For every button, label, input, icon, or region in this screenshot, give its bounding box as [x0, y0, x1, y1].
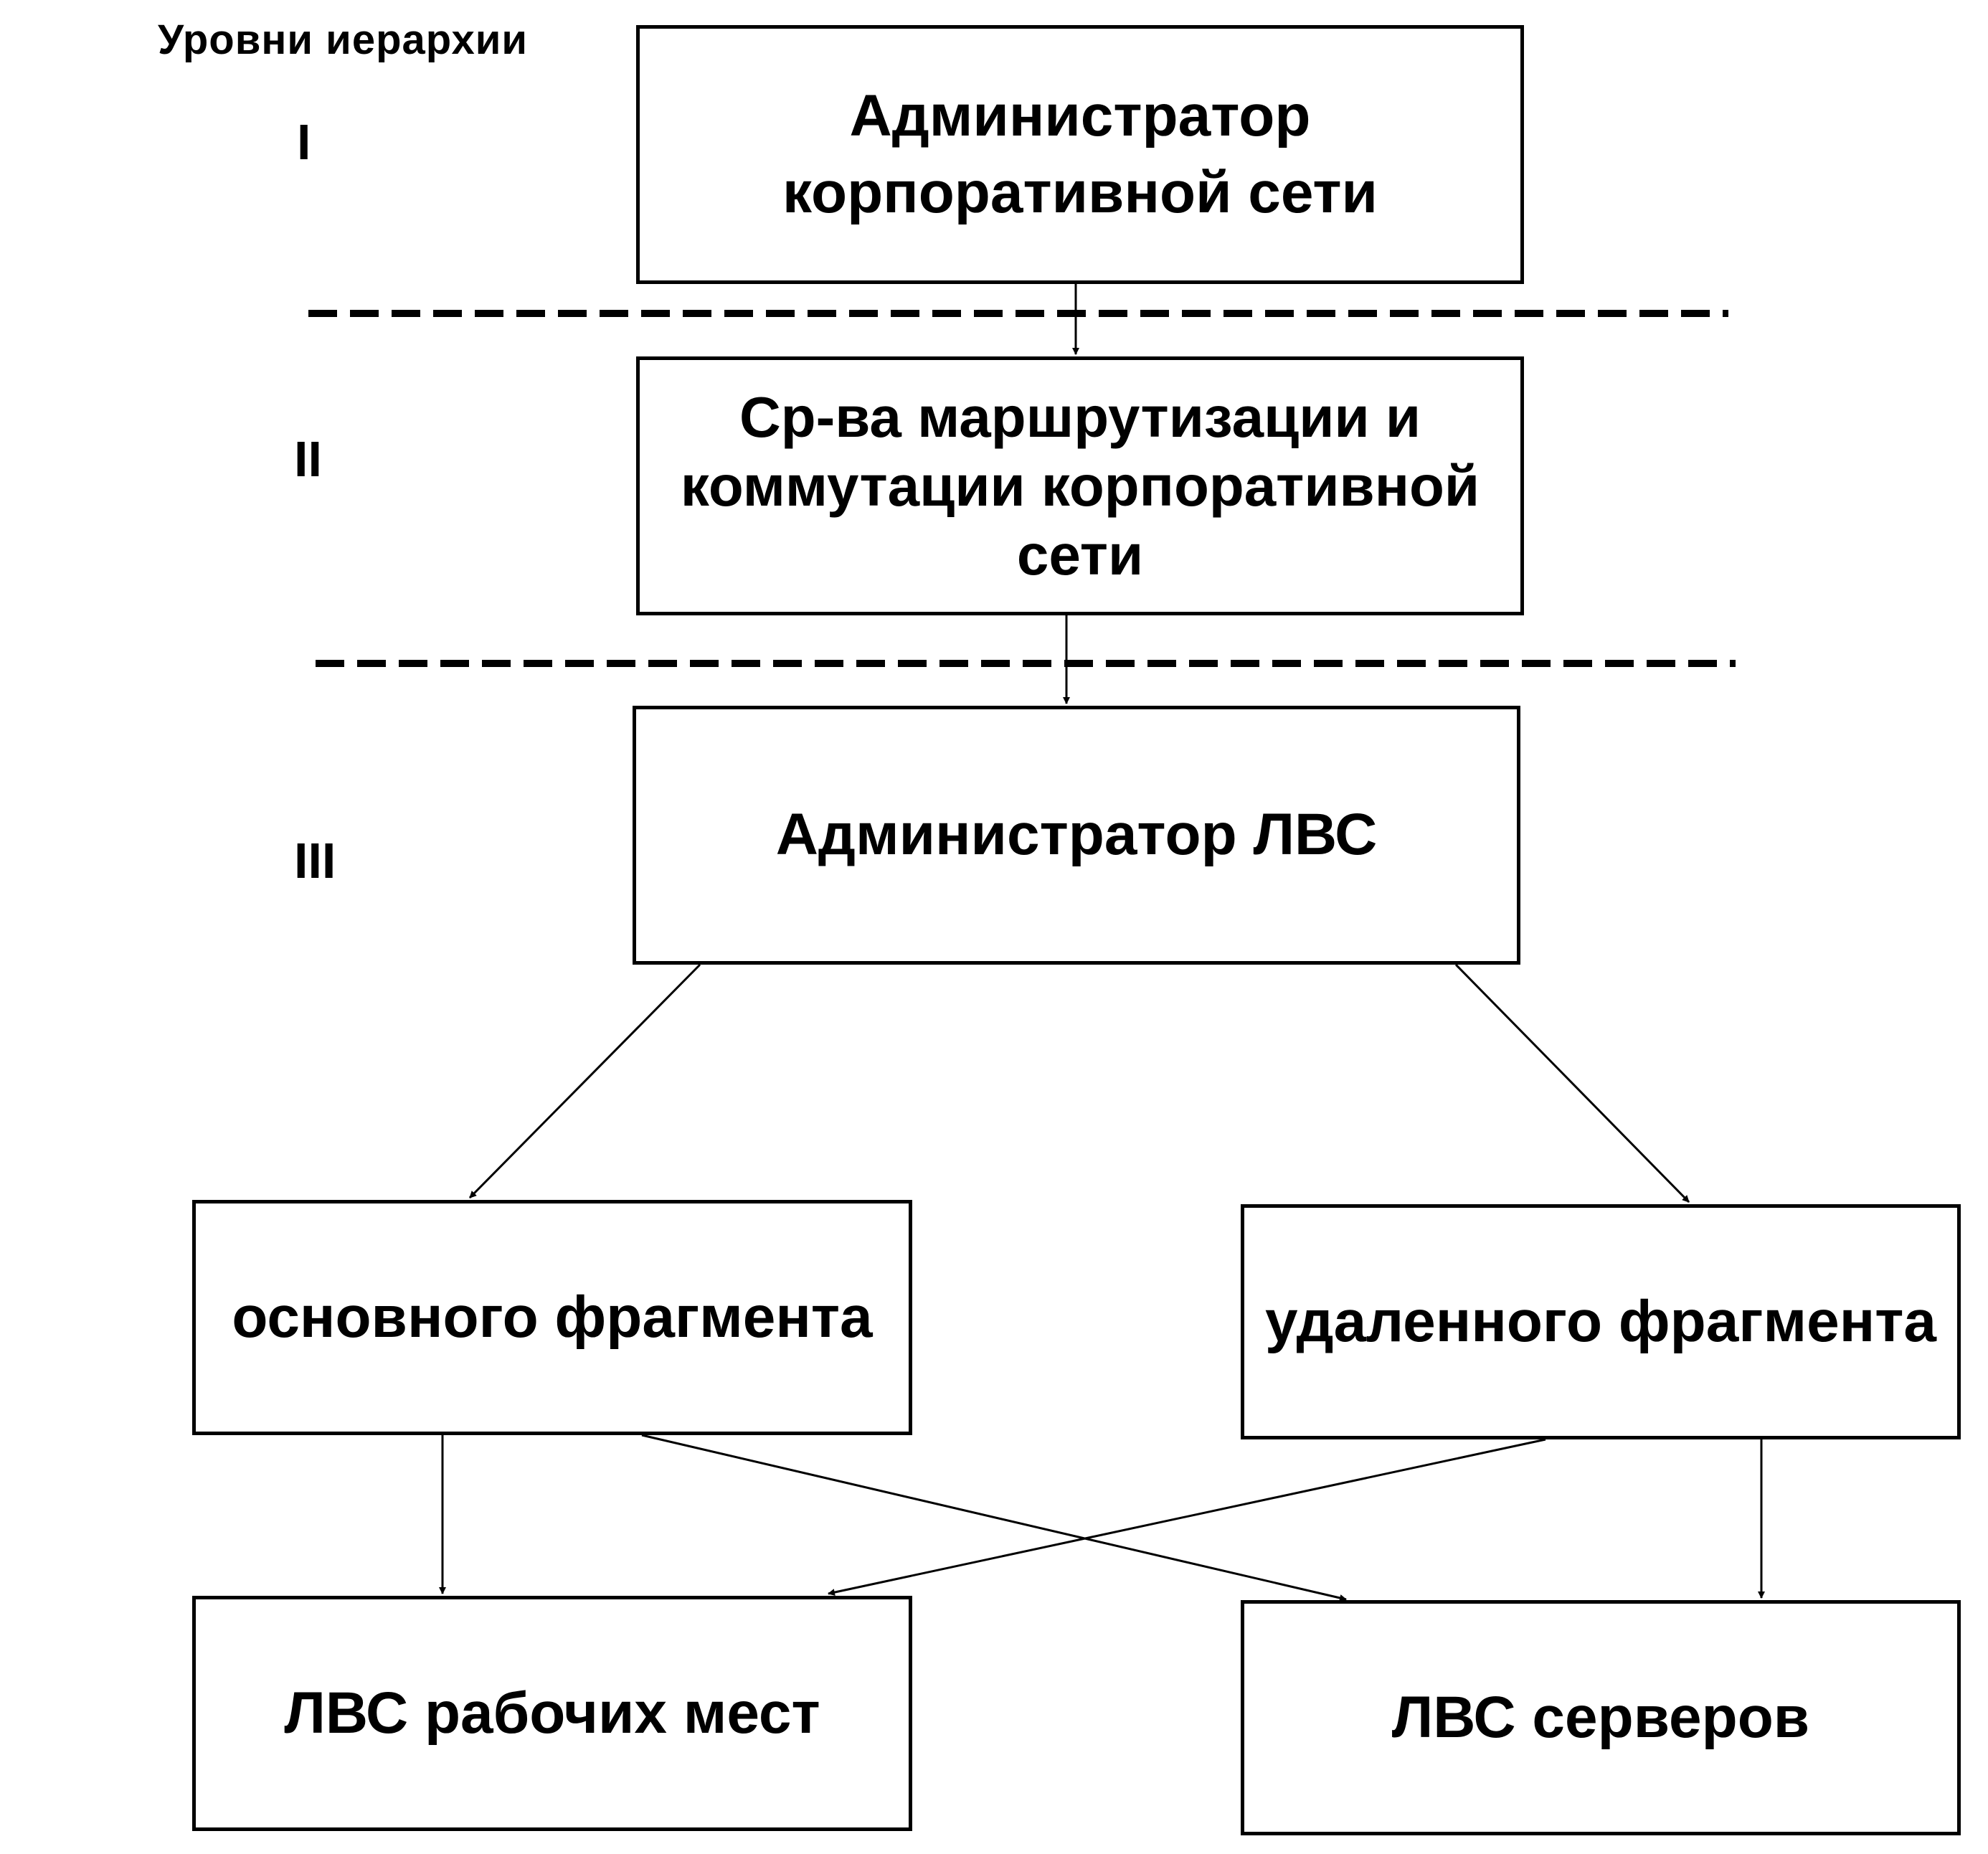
level-2-label: II [294, 431, 322, 487]
workstation-lan-box: ЛВС рабочих мест [192, 1596, 912, 1831]
lan-admin-box: Администратор ЛВС [633, 706, 1520, 965]
arrow-lan-admin-to-main-fragment [468, 963, 701, 1199]
corporate-network-admin-box: Администратор корпоративной сети [636, 25, 1524, 284]
level-3-label: III [294, 833, 336, 889]
routing-switching-box: Ср-ва маршрутизации и коммутации корпора… [636, 356, 1524, 615]
arrow-main-fragment-to-servers [641, 1434, 1347, 1602]
remote-fragment-box: удаленного фрагмента [1241, 1204, 1961, 1439]
level-1-label: I [297, 114, 311, 170]
main-fragment-box: основного фрагмента [192, 1200, 912, 1435]
arrow-lan-admin-to-remote-fragment [1454, 963, 1690, 1203]
server-lan-box: ЛВС серверов [1241, 1600, 1961, 1835]
hierarchy-levels-title: Уровни иерархии [158, 16, 529, 63]
arrow-remote-fragment-to-workstations [828, 1438, 1546, 1596]
